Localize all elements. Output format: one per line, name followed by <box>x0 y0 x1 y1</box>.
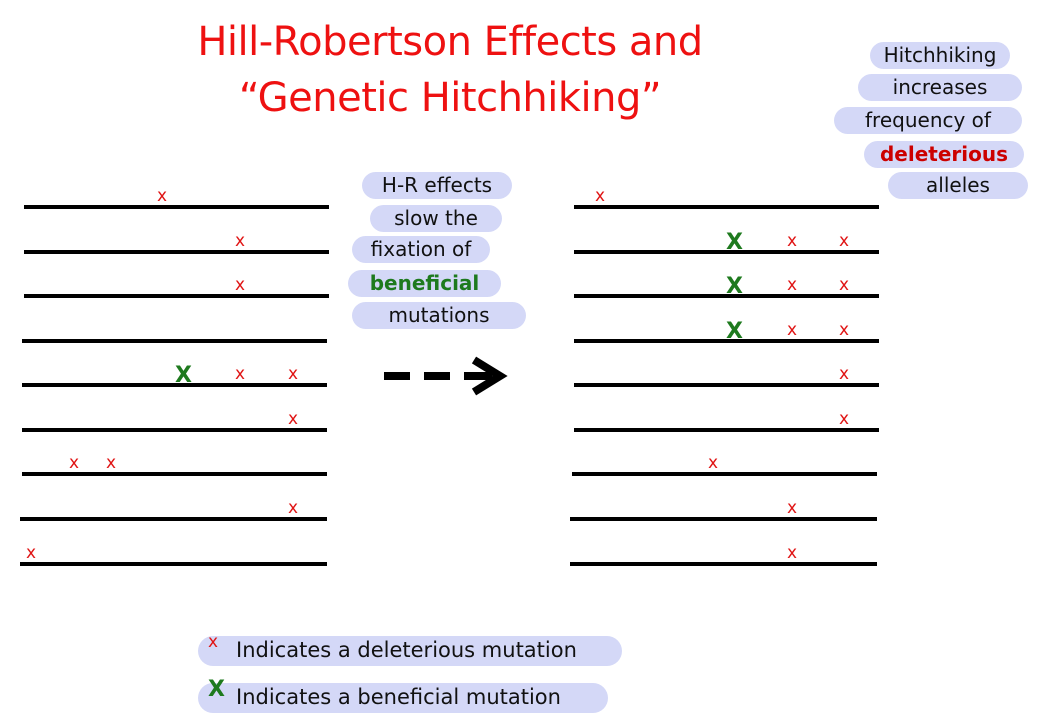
deleterious-mutation-mark: x <box>156 186 168 206</box>
legend-bubble <box>198 636 622 666</box>
deleterious-mutation-mark: x <box>287 498 299 518</box>
deleterious-mutation-mark: x <box>68 453 80 473</box>
after-chromosome-line <box>574 339 879 343</box>
legend-bubble <box>198 683 608 713</box>
beneficial-mutation-mark: X <box>726 319 743 344</box>
after-chromosome-line <box>570 562 877 566</box>
after-chromosome-line <box>574 383 879 387</box>
legend-row-beneficial: X Indicates a beneficial mutation <box>198 677 608 713</box>
deleterious-mutation-mark: x <box>838 231 850 251</box>
deleterious-mutation-mark: x <box>287 364 299 384</box>
beneficial-mutation-mark: X <box>726 230 743 255</box>
deleterious-mutation-mark: x <box>234 364 246 384</box>
after-chromosome-line <box>572 472 877 476</box>
beneficial-mutation-mark: X <box>726 274 743 299</box>
beneficial-mutation-mark: X <box>175 363 192 388</box>
legend-label: Indicates a beneficial mutation <box>236 685 561 709</box>
after-chromosome-line <box>570 517 877 521</box>
after-chromosome-line <box>574 250 879 254</box>
title-line-2: “Genetic Hitchhiking” <box>238 75 662 121</box>
before-chromosome-line <box>24 205 329 209</box>
legend-label: Indicates a deleterious mutation <box>236 638 577 662</box>
deleterious-legend-mark: x <box>208 632 219 652</box>
hr-note-line: H-R effects <box>362 172 512 199</box>
deleterious-mutation-mark: x <box>838 275 850 295</box>
title-line-1: Hill-Robertson Effects and <box>197 19 703 65</box>
deleterious-mutation-mark: x <box>105 453 117 473</box>
before-chromosome-line <box>20 517 327 521</box>
hr-note-line: mutations <box>352 302 526 329</box>
deleterious-mutation-mark: x <box>786 543 798 563</box>
deleterious-mutation-mark: x <box>786 231 798 251</box>
hitchhiking-note-line: frequency of <box>834 107 1022 134</box>
before-chromosome-line <box>22 339 327 343</box>
beneficial-legend-mark: X <box>208 677 225 702</box>
hr-note-line: fixation of <box>352 236 490 263</box>
deleterious-mutation-mark: x <box>594 186 606 206</box>
deleterious-mutation-mark: x <box>838 320 850 340</box>
deleterious-mutation-mark: x <box>25 543 37 563</box>
deleterious-mutation-mark: x <box>234 275 246 295</box>
deleterious-mutation-mark: x <box>838 409 850 429</box>
after-chromosome-line <box>574 205 879 209</box>
dashed-arrow-icon <box>384 356 508 396</box>
before-chromosome-line <box>22 428 327 432</box>
hitchhiking-note-line: alleles <box>888 172 1028 199</box>
deleterious-mutation-mark: x <box>786 498 798 518</box>
before-chromosome-line <box>24 250 329 254</box>
deleterious-mutation-mark: x <box>786 320 798 340</box>
after-chromosome-line <box>574 428 879 432</box>
hr-note-line: slow the <box>370 205 502 232</box>
deleterious-mutation-mark: x <box>786 275 798 295</box>
hitchhiking-note-line: Hitchhiking <box>870 42 1010 69</box>
hitchhiking-note-line: increases <box>858 74 1022 101</box>
hitchhiking-note-line: deleterious <box>864 141 1024 168</box>
before-chromosome-line <box>24 294 329 298</box>
legend-row-deleterious: x Indicates a deleterious mutation <box>198 632 622 666</box>
before-chromosome-line <box>22 472 327 476</box>
before-chromosome-line <box>22 383 327 387</box>
deleterious-mutation-mark: x <box>707 453 719 473</box>
hr-note-line: beneficial <box>348 270 501 297</box>
deleterious-mutation-mark: x <box>287 409 299 429</box>
before-chromosome-line <box>20 562 327 566</box>
after-chromosome-line <box>574 294 879 298</box>
deleterious-mutation-mark: x <box>838 364 850 384</box>
deleterious-mutation-mark: x <box>234 231 246 251</box>
slide-title: Hill-Robertson Effects and “Genetic Hitc… <box>150 14 750 126</box>
